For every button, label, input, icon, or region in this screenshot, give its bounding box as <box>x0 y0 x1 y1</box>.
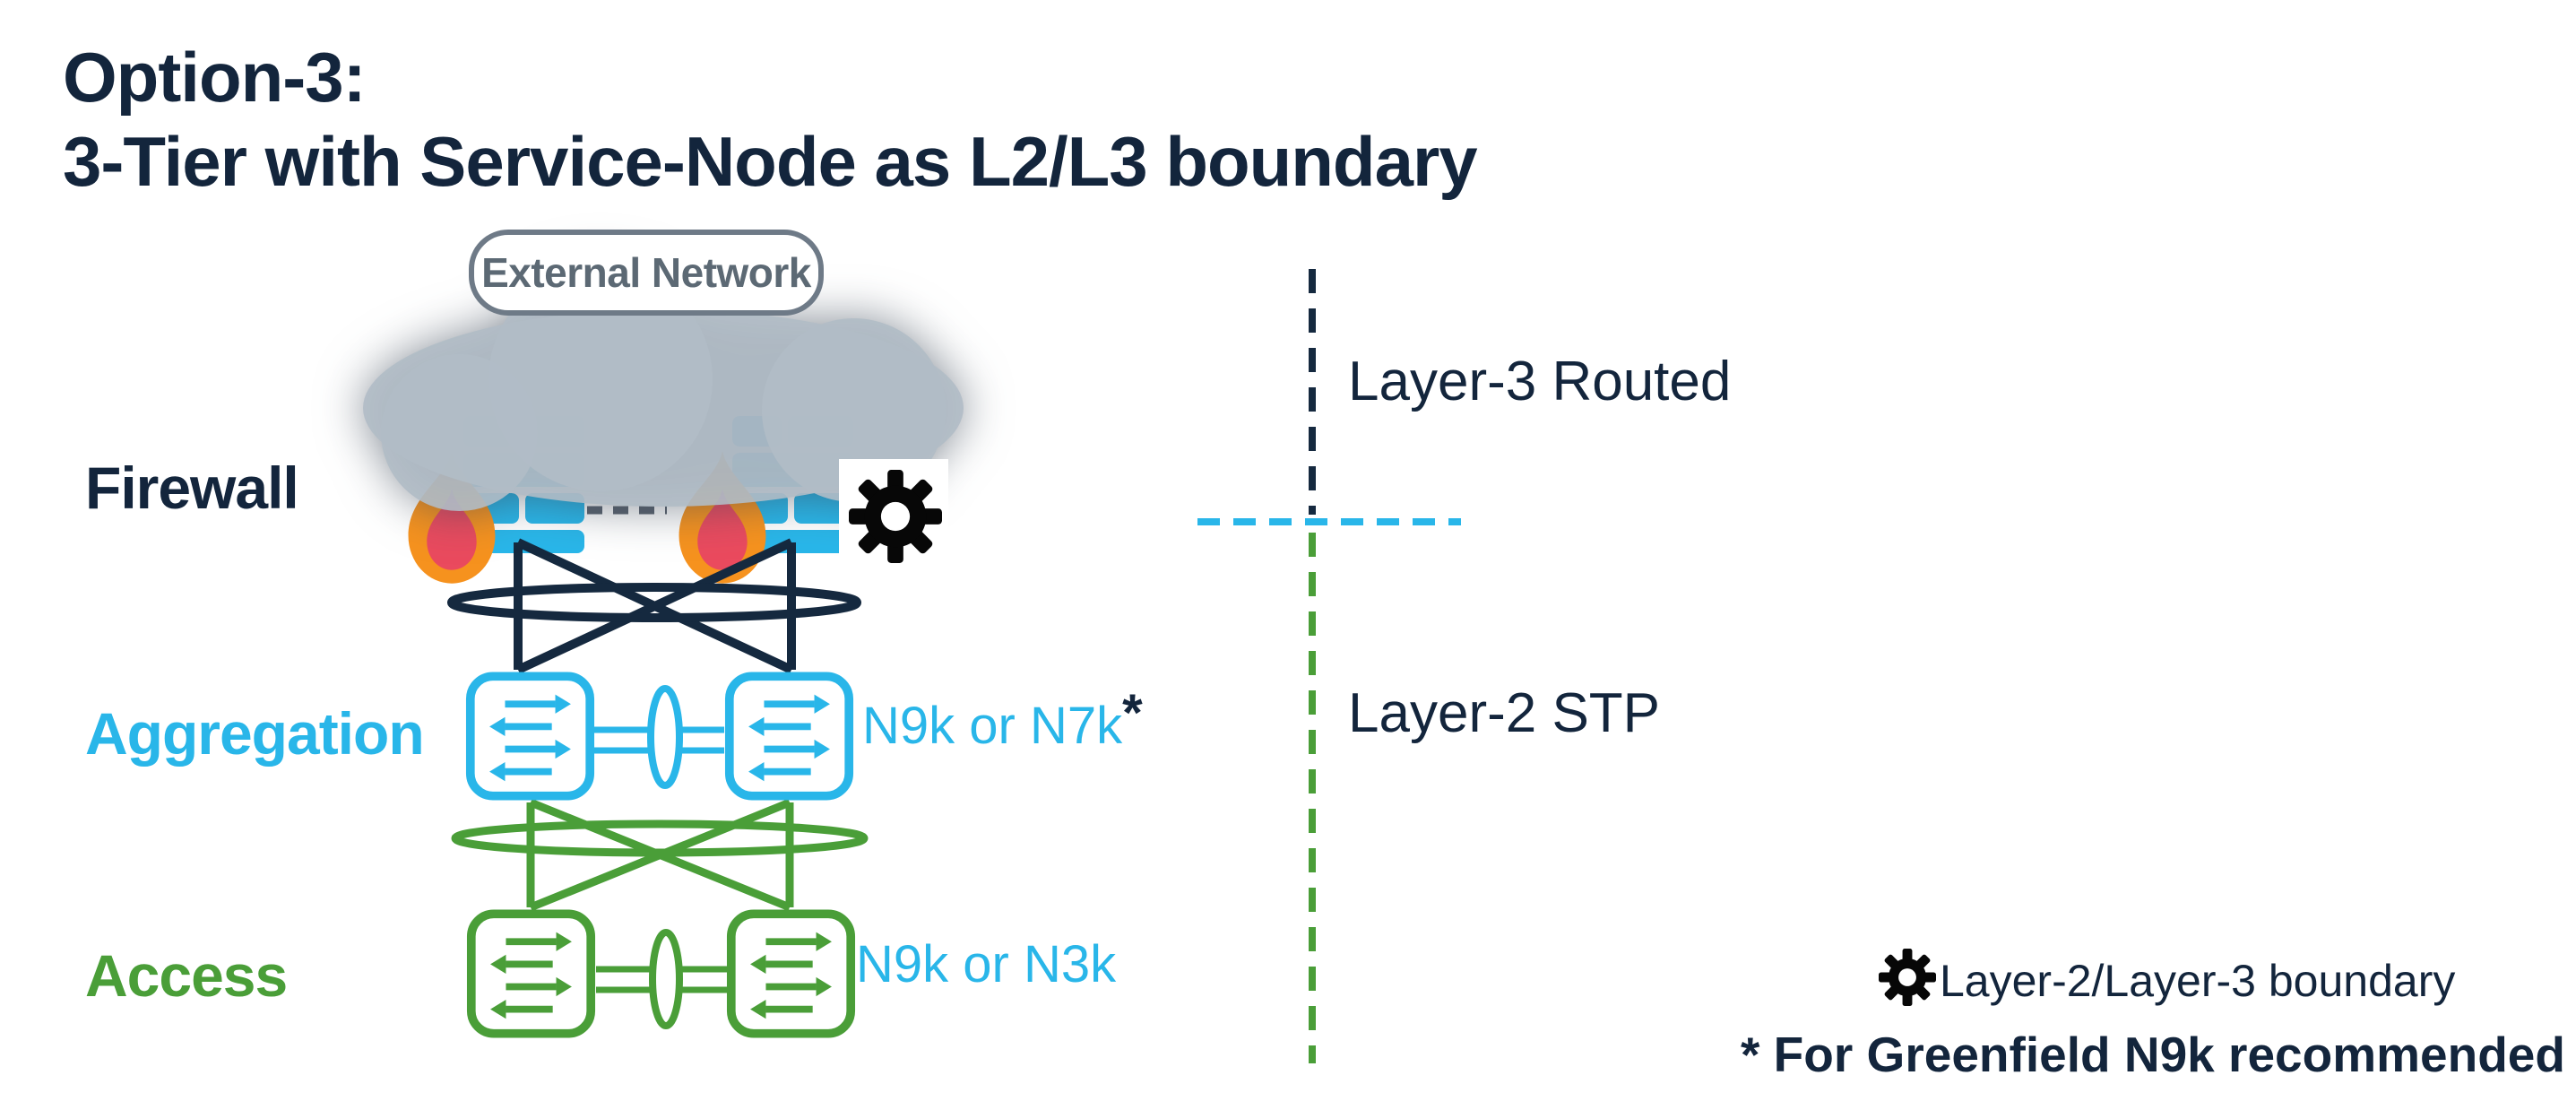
access-switch-icon-left <box>466 908 596 1039</box>
aggregation-switch-icon-right <box>724 671 854 802</box>
aggregation-switch-icon-left <box>465 671 595 802</box>
access-peer-link <box>596 929 727 1029</box>
layer3-zone-label: Layer-3 Routed <box>1348 351 1732 412</box>
service-node-gear-icon <box>849 470 942 563</box>
layer2-zone-label: Layer-2 STP <box>1348 682 1661 744</box>
firewall-aggregation-links <box>447 538 861 674</box>
title-line-1: Option-3: <box>63 38 367 117</box>
greenfield-footnote: * For Greenfield N9k recommended <box>1741 1027 2565 1082</box>
external-network-badge: External Network <box>469 230 824 316</box>
page-title: Option-3:3-Tier with Service-Node as L2/… <box>63 36 1478 204</box>
tier-label-aggregation: Aggregation <box>85 700 425 767</box>
aggregation-model-label: N9k or N7k* <box>862 684 1143 756</box>
aggregation-model-text: N9k or N7k <box>862 697 1123 755</box>
external-network-label: External Network <box>481 249 811 296</box>
tier-label-firewall: Firewall <box>85 455 299 521</box>
title-line-2: 3-Tier with Service-Node as L2/L3 bounda… <box>63 121 1478 201</box>
aggregation-access-links <box>451 798 869 912</box>
access-model-label: N9k or N3k <box>856 935 1117 993</box>
tier-label-access: Access <box>85 942 288 1009</box>
aggregation-footnote-marker: * <box>1122 684 1143 742</box>
boundary-legend-label: Layer-2/Layer-3 boundary <box>1940 956 2456 1006</box>
access-switch-icon-right <box>726 908 856 1039</box>
aggregation-peer-link <box>594 685 724 789</box>
